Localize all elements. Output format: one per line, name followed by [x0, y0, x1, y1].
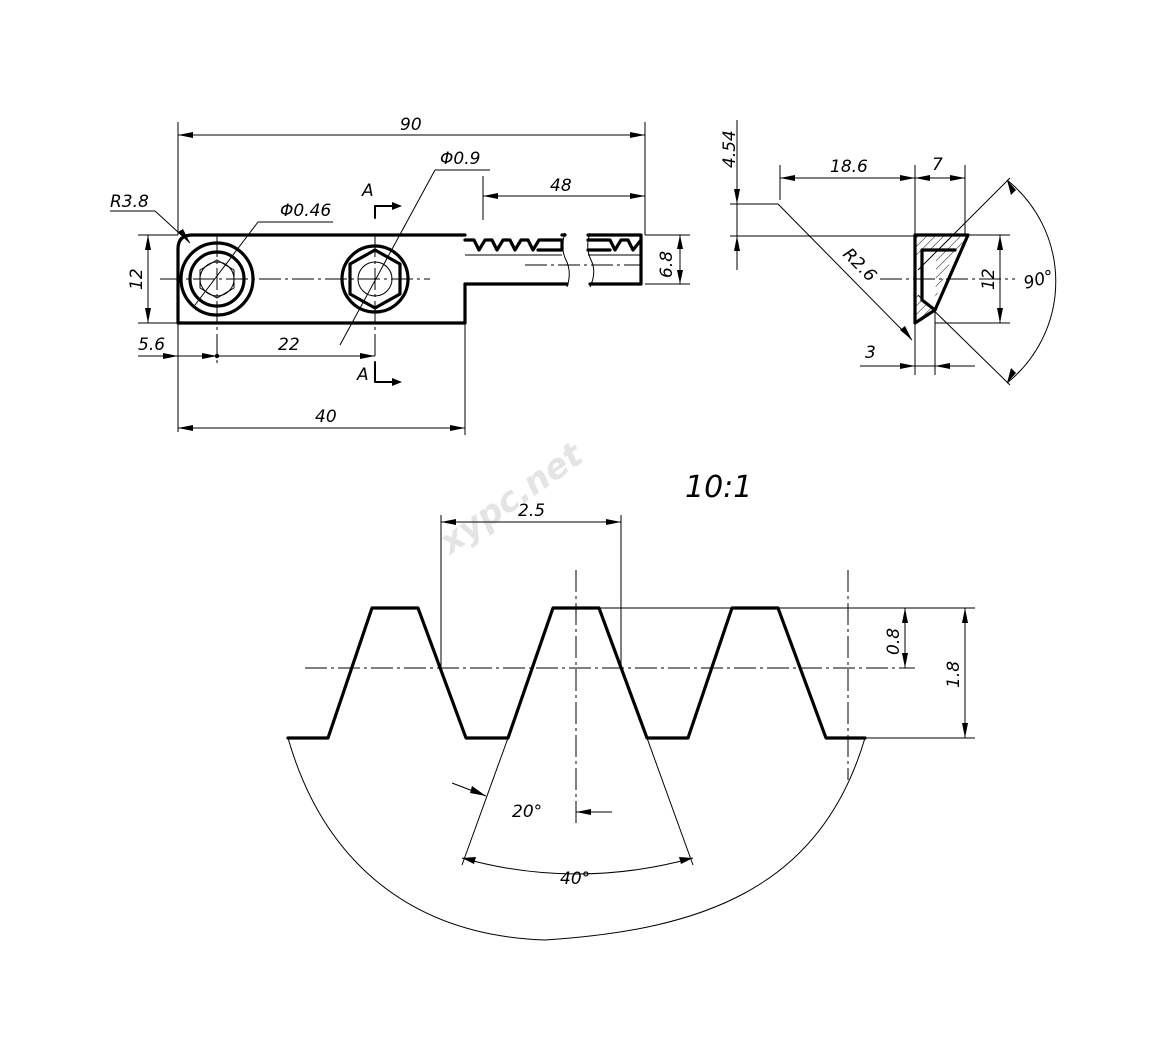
- dim-side-radius: R2.6: [777, 203, 913, 341]
- svg-text:R2.6: R2.6: [838, 244, 880, 286]
- detail-break-curve: [287, 737, 866, 941]
- svg-text:20°: 20°: [512, 802, 542, 822]
- dim-height: 12: [127, 234, 178, 324]
- svg-text:90°: 90°: [1022, 267, 1056, 294]
- dim-rack-length: 48: [482, 176, 645, 220]
- dim-offsets: 5.6 22: [138, 323, 375, 432]
- dim-corner-radius: R3.8: [110, 192, 191, 244]
- svg-text:18.6: 18.6: [830, 157, 868, 177]
- section-marker-top: A: [361, 181, 402, 219]
- svg-text:4.54: 4.54: [720, 130, 740, 168]
- dim-pitch: 2.5: [440, 501, 622, 668]
- svg-text:12: 12: [127, 268, 147, 290]
- detail-view: 10:1 2.5 0.8 1.8: [286, 470, 975, 941]
- svg-text:7: 7: [932, 155, 943, 175]
- main-view: 90 48 R3.8 Φ0.46 Φ0.9: [110, 115, 690, 435]
- side-view: 4.54 18.6 7 R2.6 12: [720, 120, 1057, 386]
- dim-tooth-heights: 0.8 1.8: [600, 607, 975, 739]
- dim-full-angle: 40°: [461, 857, 694, 889]
- svg-text:90: 90: [400, 115, 422, 135]
- svg-text:22: 22: [278, 335, 300, 355]
- svg-text:0.8: 0.8: [884, 628, 904, 655]
- dim-side-bottom: 3: [860, 310, 975, 375]
- rack-teeth: [463, 238, 643, 252]
- dim-step-length: 40: [178, 323, 466, 435]
- dim-side-widths: 18.6 7: [779, 155, 966, 235]
- svg-text:2.5: 2.5: [518, 501, 545, 521]
- dim-large-hole: Φ0.9: [339, 149, 490, 346]
- dim-rack-height: 6.8: [645, 234, 690, 285]
- svg-text:40°: 40°: [560, 869, 590, 889]
- svg-text:A: A: [361, 181, 374, 201]
- svg-text:R3.8: R3.8: [110, 192, 149, 212]
- dim-side-height: 12: [935, 234, 1010, 324]
- svg-text:12: 12: [979, 268, 999, 290]
- svg-text:3: 3: [865, 343, 876, 363]
- dim-side-top-offset: 4.54: [720, 120, 915, 270]
- scale-label: 10:1: [685, 470, 752, 505]
- part-outline: [176, 233, 643, 325]
- break-line-right: [587, 232, 595, 288]
- svg-text:1.8: 1.8: [944, 661, 964, 688]
- svg-text:5.6: 5.6: [138, 335, 165, 355]
- break-line-left: [562, 232, 570, 288]
- svg-text:40: 40: [315, 407, 337, 427]
- dim-half-angle: 20°: [451, 737, 694, 866]
- dim-small-hole: Φ0.46: [194, 201, 333, 306]
- svg-text:48: 48: [550, 176, 572, 196]
- svg-text:A: A: [356, 365, 369, 385]
- svg-text:Φ0.9: Φ0.9: [440, 149, 480, 169]
- section-marker-bottom: A: [356, 361, 402, 386]
- svg-text:6.8: 6.8: [657, 251, 677, 278]
- svg-text:Φ0.46: Φ0.46: [280, 201, 331, 221]
- dim-overall-length: 90: [177, 115, 646, 235]
- watermark: xypc.net: [431, 434, 592, 564]
